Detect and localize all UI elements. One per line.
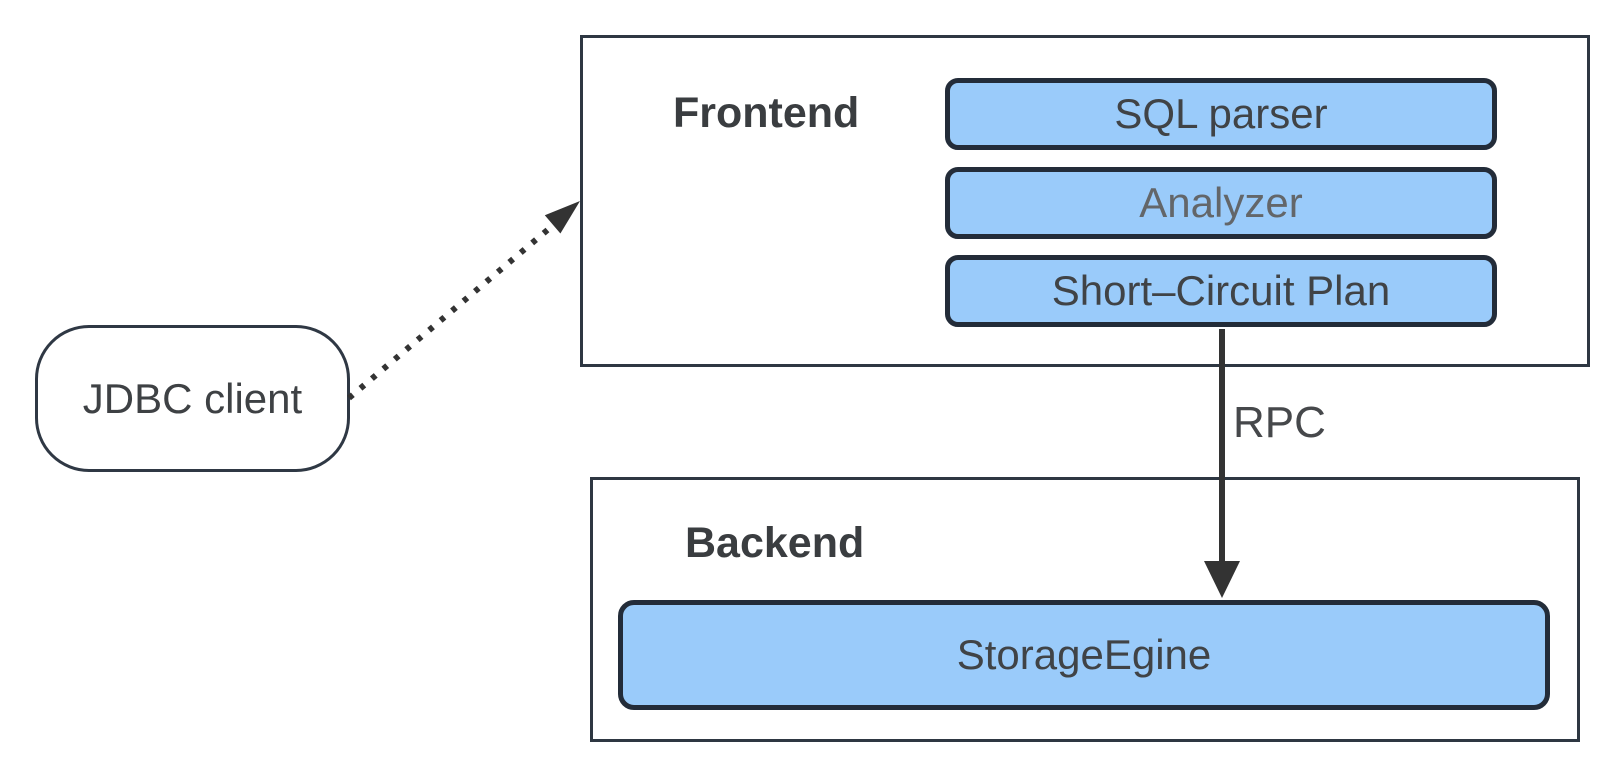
edge-jdbc-to-frontend-arrowhead-icon bbox=[544, 201, 580, 234]
backend-container: Backend StorageEgine bbox=[590, 477, 1580, 742]
node-jdbc-client: JDBC client bbox=[35, 325, 350, 472]
edge-label-rpc: RPC bbox=[1233, 398, 1326, 447]
node-storage-engine: StorageEgine bbox=[618, 600, 1550, 710]
node-label: SQL parser bbox=[1114, 90, 1328, 137]
node-sql-parser: SQL parser bbox=[945, 78, 1497, 150]
node-analyzer: Analyzer bbox=[945, 167, 1497, 239]
frontend-container: Frontend SQL parser Analyzer Short–Circu… bbox=[580, 35, 1590, 367]
edge-jdbc-to-frontend-line bbox=[347, 224, 553, 401]
node-label: Short–Circuit Plan bbox=[1051, 267, 1391, 314]
node-short-circuit-plan: Short–Circuit Plan bbox=[945, 255, 1497, 327]
node-label: JDBC client bbox=[82, 374, 303, 422]
node-label: Analyzer bbox=[1139, 179, 1303, 226]
frontend-title: Frontend bbox=[673, 89, 860, 137]
backend-title: Backend bbox=[685, 519, 865, 567]
node-label: StorageEgine bbox=[956, 631, 1212, 678]
